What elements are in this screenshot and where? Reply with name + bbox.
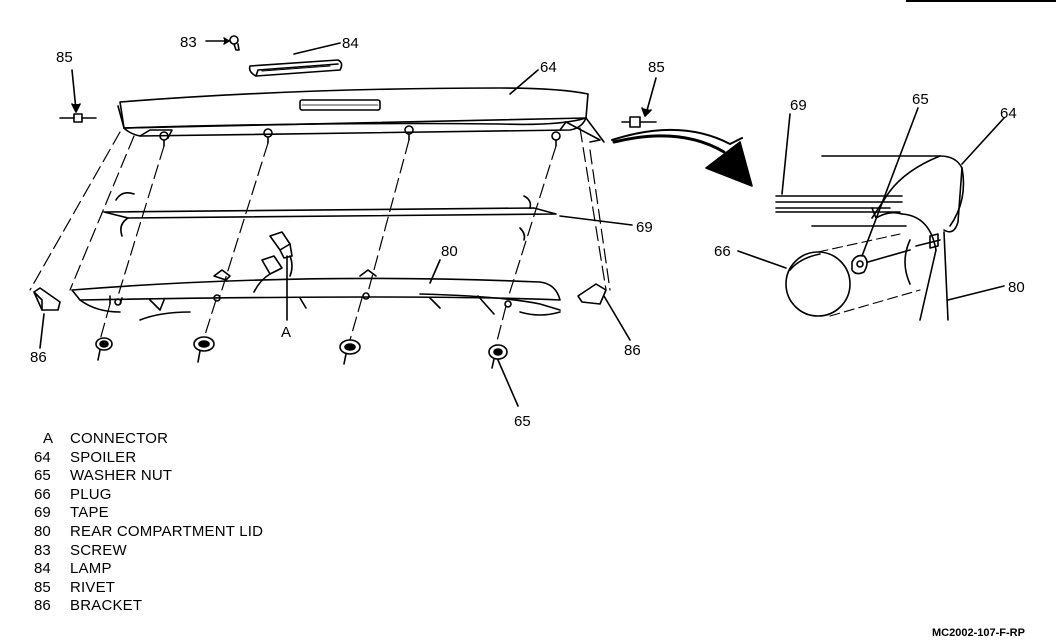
callout-84: 84 — [342, 35, 359, 52]
legend-key: 64 — [34, 448, 51, 466]
callout-A: A — [281, 324, 291, 341]
callout-65-detail: 65 — [912, 91, 929, 108]
legend-row: 80 REAR COMPARTMENT LID — [34, 523, 263, 542]
legend-key: 86 — [34, 597, 51, 615]
assembly-lines — [29, 127, 611, 346]
callout-85-left: 85 — [56, 49, 73, 66]
legend-text: RIVET — [70, 578, 116, 596]
rivet-85-left — [59, 69, 97, 123]
legend-text: SCREW — [70, 541, 127, 559]
parts-legend: A CONNECTOR 64 SPOILER 65 WASHER NUT 66 … — [34, 430, 263, 616]
bracket-86-right — [577, 283, 631, 341]
callout-86-right: 86 — [624, 342, 641, 359]
callout-64: 64 — [540, 59, 557, 76]
figure-code: MC2002-107-F-RP — [932, 627, 1025, 639]
rear-compartment-lid-80 — [71, 269, 561, 321]
washer-nuts-65 — [95, 336, 519, 407]
lamp-84 — [248, 59, 343, 77]
leader-65-detail — [861, 107, 919, 257]
legend-key: 65 — [34, 467, 51, 485]
callout-80: 80 — [441, 243, 458, 260]
callout-65: 65 — [514, 413, 531, 430]
legend-key: 84 — [34, 560, 51, 578]
legend-text: BRACKET — [70, 597, 143, 615]
legend-text: PLUG — [70, 485, 112, 503]
legend-row: 83 SCREW — [34, 542, 263, 561]
legend-key: 80 — [34, 522, 51, 540]
rivet-85-right — [621, 77, 657, 128]
leader-64-detail — [961, 117, 1005, 165]
legend-key: 83 — [34, 541, 51, 559]
legend-row: 64 SPOILER — [34, 449, 263, 468]
legend-row: 69 TAPE — [34, 504, 263, 523]
leader-69 — [559, 215, 633, 226]
legend-row: 84 LAMP — [34, 560, 263, 579]
legend-key: 85 — [34, 578, 51, 596]
callout-80-detail: 80 — [1008, 279, 1025, 296]
bracket-86-left — [33, 287, 61, 349]
legend-key: A — [42, 430, 53, 447]
leader-66-detail — [737, 250, 787, 269]
leader-64 — [509, 69, 539, 95]
callout-69: 69 — [636, 219, 653, 236]
legend-row: A CONNECTOR — [34, 430, 263, 449]
leader-69-detail — [781, 113, 791, 195]
legend-text: CONNECTOR — [70, 430, 169, 447]
spoiler-64 — [117, 87, 605, 147]
legend-row: 66 PLUG — [34, 486, 263, 505]
callout-83: 83 — [180, 34, 197, 51]
leader-80 — [429, 259, 441, 284]
screw-83 — [205, 35, 240, 51]
callout-66-detail: 66 — [714, 243, 731, 260]
legend-text: SPOILER — [70, 448, 137, 466]
legend-key: 69 — [34, 504, 51, 522]
callout-64-detail: 64 — [1000, 105, 1017, 122]
connector-A — [253, 231, 293, 321]
legend-row: 86 BRACKET — [34, 597, 263, 616]
legend-row: 85 RIVET — [34, 579, 263, 598]
legend-text: WASHER NUT — [70, 467, 173, 485]
callout-85-right: 85 — [648, 59, 665, 76]
legend-row: 65 WASHER NUT — [34, 467, 263, 486]
detail-view — [775, 155, 965, 321]
detail-arrow — [611, 128, 753, 187]
legend-key: 66 — [34, 485, 51, 503]
top-border-line — [906, 0, 1056, 2]
legend-text: TAPE — [70, 504, 109, 522]
legend-text: REAR COMPARTMENT LID — [70, 522, 264, 540]
leader-80-detail — [947, 285, 1005, 301]
callout-69-detail: 69 — [790, 97, 807, 114]
tape-69 — [103, 192, 557, 241]
legend-text: LAMP — [70, 560, 112, 578]
callout-86-left: 86 — [30, 349, 47, 366]
leader-84 — [293, 42, 341, 55]
